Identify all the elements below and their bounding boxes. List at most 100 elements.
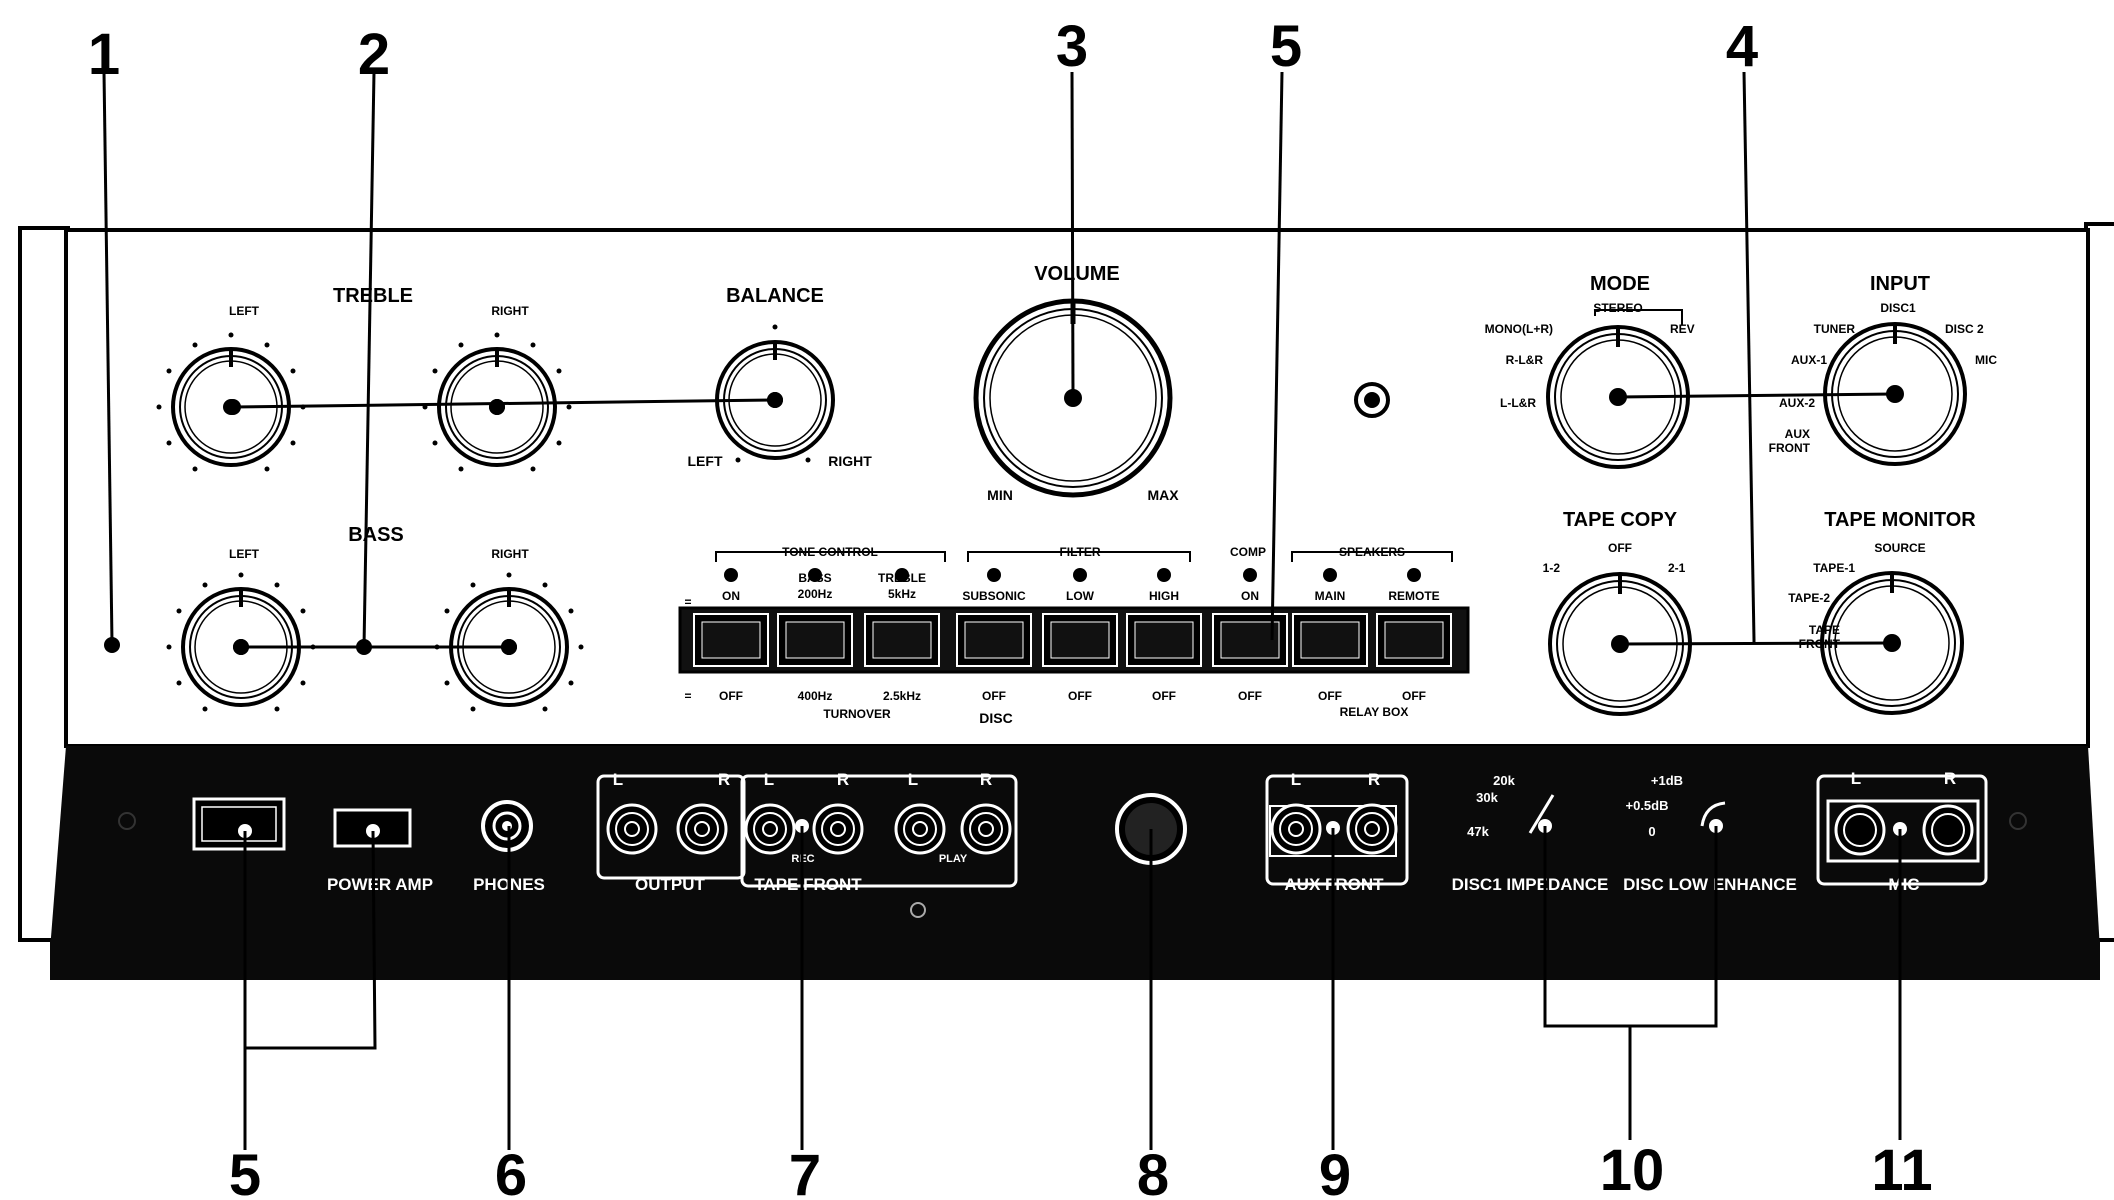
callout-5-top: 5 bbox=[1270, 14, 1302, 79]
bass-left-label: LEFT bbox=[229, 547, 260, 561]
volume-section: VOLUME MIN MAX bbox=[976, 263, 1179, 503]
disc1-impedance-label: DISC1 IMPEDANCE bbox=[1452, 875, 1609, 894]
comp-indicator bbox=[1243, 568, 1257, 582]
tape-rec-r-label: R bbox=[837, 770, 849, 789]
input-label: INPUT bbox=[1870, 273, 1930, 295]
treble-right-label: RIGHT bbox=[491, 304, 529, 318]
speakers-remote-bottom-label: OFF bbox=[1402, 689, 1426, 703]
balance-label: BALANCE bbox=[726, 285, 824, 307]
tape-monitor-label: TAPE MONITOR bbox=[1824, 509, 1976, 531]
bass-turnover-top-label: BASS bbox=[798, 571, 831, 585]
switch-buttons bbox=[693, 613, 1452, 667]
tape-play-r-label: R bbox=[980, 770, 992, 789]
speakers-main-top-label: MAIN bbox=[1315, 589, 1346, 603]
tone-control-on-switch-face bbox=[701, 621, 761, 659]
speakers-group-label: SPEAKERS bbox=[1339, 545, 1405, 559]
bass-label: BASS bbox=[348, 524, 404, 546]
tape-copy-12-label: 1-2 bbox=[1543, 561, 1561, 575]
mic-jack-l[interactable] bbox=[1834, 804, 1886, 856]
imp-47k-label: 47k bbox=[1467, 824, 1489, 839]
speakers-main-switch-face bbox=[1300, 621, 1360, 659]
callout-1-anchor bbox=[104, 637, 120, 653]
enh-1db-label: +1dB bbox=[1651, 773, 1683, 788]
tape-copy-label: TAPE COPY bbox=[1563, 509, 1678, 531]
turnover-label: TURNOVER bbox=[823, 707, 891, 721]
subsonic-filter-top-label: SUBSONIC bbox=[962, 589, 1026, 603]
high-filter-bottom-label: OFF bbox=[1152, 689, 1176, 703]
tape-front-rec-jack-r[interactable] bbox=[812, 803, 864, 855]
input-disc1-label: DISC1 bbox=[1880, 301, 1916, 315]
tape-monitor-source-label: SOURCE bbox=[1874, 541, 1925, 555]
mic-r-label: R bbox=[1944, 769, 1956, 788]
speakers-main-bottom-label: OFF bbox=[1318, 689, 1342, 703]
treble-turnover-top-label: TREBLE bbox=[878, 571, 926, 585]
treble-turnover-top-label: 5kHz bbox=[888, 587, 916, 601]
disc-low-enhance-label: DISC LOW ENHANCE bbox=[1623, 875, 1797, 894]
high-filter-indicator bbox=[1157, 568, 1171, 582]
tape-play-l-label: L bbox=[908, 770, 918, 789]
subsonic-filter-switch-face bbox=[964, 621, 1024, 659]
mode-rlr-label: R-L&R bbox=[1506, 353, 1544, 367]
disc-label: DISC bbox=[979, 710, 1012, 726]
switch-on-symbol: = bbox=[684, 595, 691, 609]
high-filter-switch-face bbox=[1134, 621, 1194, 659]
callout-8: 8 bbox=[1137, 1143, 1169, 1200]
output-jack-r[interactable] bbox=[676, 803, 728, 855]
input-aux2-label: AUX-2 bbox=[1779, 396, 1815, 410]
mic-jack-r[interactable] bbox=[1922, 804, 1974, 856]
input-aux1-label: AUX-1 bbox=[1791, 353, 1827, 367]
input-mic-label: MIC bbox=[1975, 353, 1997, 367]
bass-right-label: RIGHT bbox=[491, 547, 529, 561]
callout-10: 10 bbox=[1600, 1138, 1665, 1200]
power-indicator bbox=[1354, 382, 1390, 418]
tone-control-on-indicator bbox=[724, 568, 738, 582]
aux-front-jack-l[interactable] bbox=[1270, 803, 1322, 855]
callout-11: 11 bbox=[1871, 1138, 1932, 1200]
volume-min-label: MIN bbox=[987, 487, 1013, 503]
comp-top-label: ON bbox=[1241, 589, 1259, 603]
tape-front-label: TAPE FRONT bbox=[754, 875, 862, 894]
balance-left-label: LEFT bbox=[688, 453, 723, 469]
power-amp-label: POWER AMP bbox=[327, 875, 433, 894]
speakers-remote-indicator bbox=[1407, 568, 1421, 582]
tone-control-group-label: TONE CONTROL bbox=[782, 545, 878, 559]
switch-bank: ONOFFBASS200Hz400HzTREBLE5kHz2.5kHzSUBSO… bbox=[678, 545, 1470, 726]
callout-7: 7 bbox=[789, 1143, 821, 1200]
tape-section: TAPE COPY OFF 1-2 2-1 TAPE MONITOR SOURC… bbox=[1543, 509, 1976, 716]
low-filter-switch-face bbox=[1050, 621, 1110, 659]
high-filter-top-label: HIGH bbox=[1149, 589, 1179, 603]
switch-labels: ONOFFBASS200Hz400HzTREBLE5kHz2.5kHzSUBSO… bbox=[719, 568, 1440, 703]
comp-bottom-label: OFF bbox=[1238, 689, 1262, 703]
bass-turnover-top-label: 200Hz bbox=[798, 587, 833, 601]
tape-front-play-jack-l[interactable] bbox=[894, 803, 946, 855]
mode-llr-label: L-L&R bbox=[1500, 396, 1536, 410]
treble-turnover-switch-face bbox=[872, 621, 932, 659]
low-filter-bottom-label: OFF bbox=[1068, 689, 1092, 703]
callout-4: 4 bbox=[1726, 14, 1758, 79]
aux-front-jack-r[interactable] bbox=[1346, 803, 1398, 855]
output-label: OUTPUT bbox=[635, 875, 706, 894]
tone-knob-section: TREBLE BASS LEFT RIGHT LEFT RIGHT BALANC… bbox=[156, 285, 872, 712]
mode-label: MODE bbox=[1590, 273, 1650, 295]
bass-turnover-indicator bbox=[808, 568, 822, 582]
balance-right-label: RIGHT bbox=[828, 453, 872, 469]
input-disc2-label: DISC 2 bbox=[1945, 322, 1984, 336]
volume-max-label: MAX bbox=[1147, 487, 1179, 503]
tape-front-play-jack-r[interactable] bbox=[960, 803, 1012, 855]
aux-r-label: R bbox=[1368, 770, 1380, 789]
callout-5-bottom: 5 bbox=[229, 1143, 261, 1200]
selector-section: MODE STEREO MONO(L+R) REV R-L&R L-L&R IN… bbox=[1485, 273, 1997, 469]
tape-monitor-tape2-label: TAPE-2 bbox=[1788, 591, 1830, 605]
treble-turnover-bottom-label: 2.5kHz bbox=[883, 689, 921, 703]
callout-1: 1 bbox=[88, 22, 120, 87]
callout-9: 9 bbox=[1319, 1143, 1351, 1200]
low-filter-indicator bbox=[1073, 568, 1087, 582]
input-aux-front-label-2: FRONT bbox=[1769, 441, 1811, 455]
output-jack-l[interactable] bbox=[606, 803, 658, 855]
tape-front-rec-jack-l[interactable] bbox=[744, 803, 796, 855]
speakers-remote-switch-face bbox=[1384, 621, 1444, 659]
phones-jack[interactable] bbox=[481, 800, 533, 852]
switch-off-symbol: = bbox=[684, 689, 691, 703]
callout-3: 3 bbox=[1056, 14, 1088, 79]
